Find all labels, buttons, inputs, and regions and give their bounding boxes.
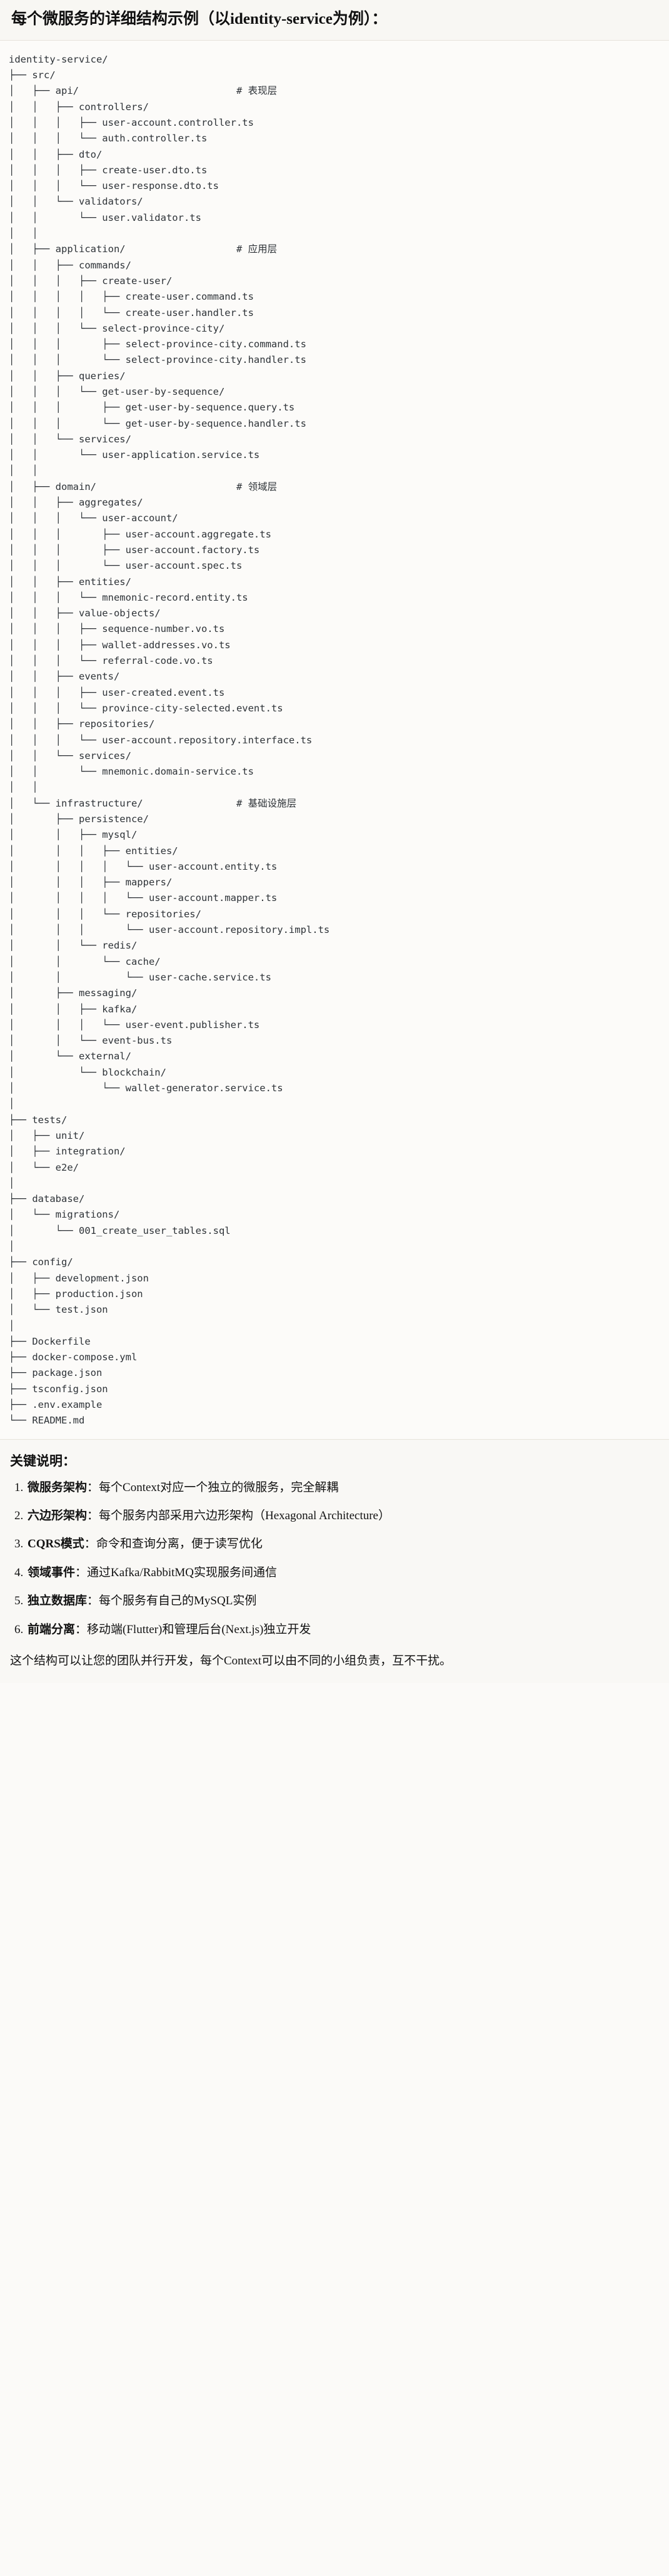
directory-tree: identity-service/ ├── src/ │ ├── api/ # … — [9, 53, 330, 1427]
key-note-separator: ： — [87, 1594, 99, 1608]
key-note-term: 六边形架构 — [28, 1509, 88, 1523]
title-section: 每个微服务的详细结构示例（以identity-service为例）： — [0, 0, 669, 41]
key-note-separator: ： — [87, 1509, 99, 1523]
key-note-separator: ： — [75, 1565, 88, 1579]
key-note-term: CQRS模式 — [28, 1537, 84, 1551]
key-note-term: 前端分离 — [28, 1622, 76, 1636]
key-note-term: 独立数据库 — [28, 1594, 88, 1608]
key-note-item: 微服务架构：每个Context对应一个独立的微服务，完全解耦 — [26, 1479, 659, 1497]
key-notes-heading: 关键说明： — [10, 1453, 76, 1469]
key-notes-list: 微服务架构：每个Context对应一个独立的微服务，完全解耦六边形架构：每个服务… — [10, 1479, 659, 1639]
key-note-separator: ： — [84, 1537, 96, 1551]
key-note-item: CQRS模式：命令和查询分离，便于读写优化 — [26, 1535, 659, 1553]
key-note-description: 每个服务内部采用六边形架构（Hexagonal Architecture） — [99, 1509, 390, 1523]
key-note-item: 前端分离：移动端(Flutter)和管理后台(Next.js)独立开发 — [26, 1621, 659, 1639]
key-note-item: 六边形架构：每个服务内部采用六边形架构（Hexagonal Architectu… — [26, 1507, 659, 1525]
key-note-description: 每个Context对应一个独立的微服务，完全解耦 — [99, 1480, 339, 1494]
key-notes-section: 关键说明： 微服务架构：每个Context对应一个独立的微服务，完全解耦六边形架… — [0, 1439, 669, 1683]
page-root: 每个微服务的详细结构示例（以identity-service为例）： ident… — [0, 0, 669, 1683]
key-note-description: 通过Kafka/RabbitMQ实现服务间通信 — [87, 1565, 278, 1579]
closing-paragraph: 这个结构可以让您的团队并行开发，每个Context可以由不同的小组负责，互不干扰… — [10, 1654, 452, 1668]
page-title: 每个微服务的详细结构示例（以identity-service为例）： — [11, 11, 388, 28]
key-note-term: 微服务架构 — [28, 1480, 88, 1494]
key-note-separator: ： — [87, 1480, 99, 1494]
key-note-term: 领域事件 — [28, 1565, 76, 1579]
key-note-item: 领域事件：通过Kafka/RabbitMQ实现服务间通信 — [26, 1564, 659, 1582]
key-note-separator: ： — [75, 1622, 88, 1636]
key-note-description: 移动端(Flutter)和管理后台(Next.js)独立开发 — [87, 1622, 311, 1636]
key-note-description: 命令和查询分离，便于读写优化 — [96, 1537, 263, 1551]
key-note-description: 每个服务有自己的MySQL实例 — [99, 1594, 257, 1608]
directory-tree-section: identity-service/ ├── src/ │ ├── api/ # … — [0, 40, 669, 1440]
key-note-item: 独立数据库：每个服务有自己的MySQL实例 — [26, 1592, 659, 1610]
